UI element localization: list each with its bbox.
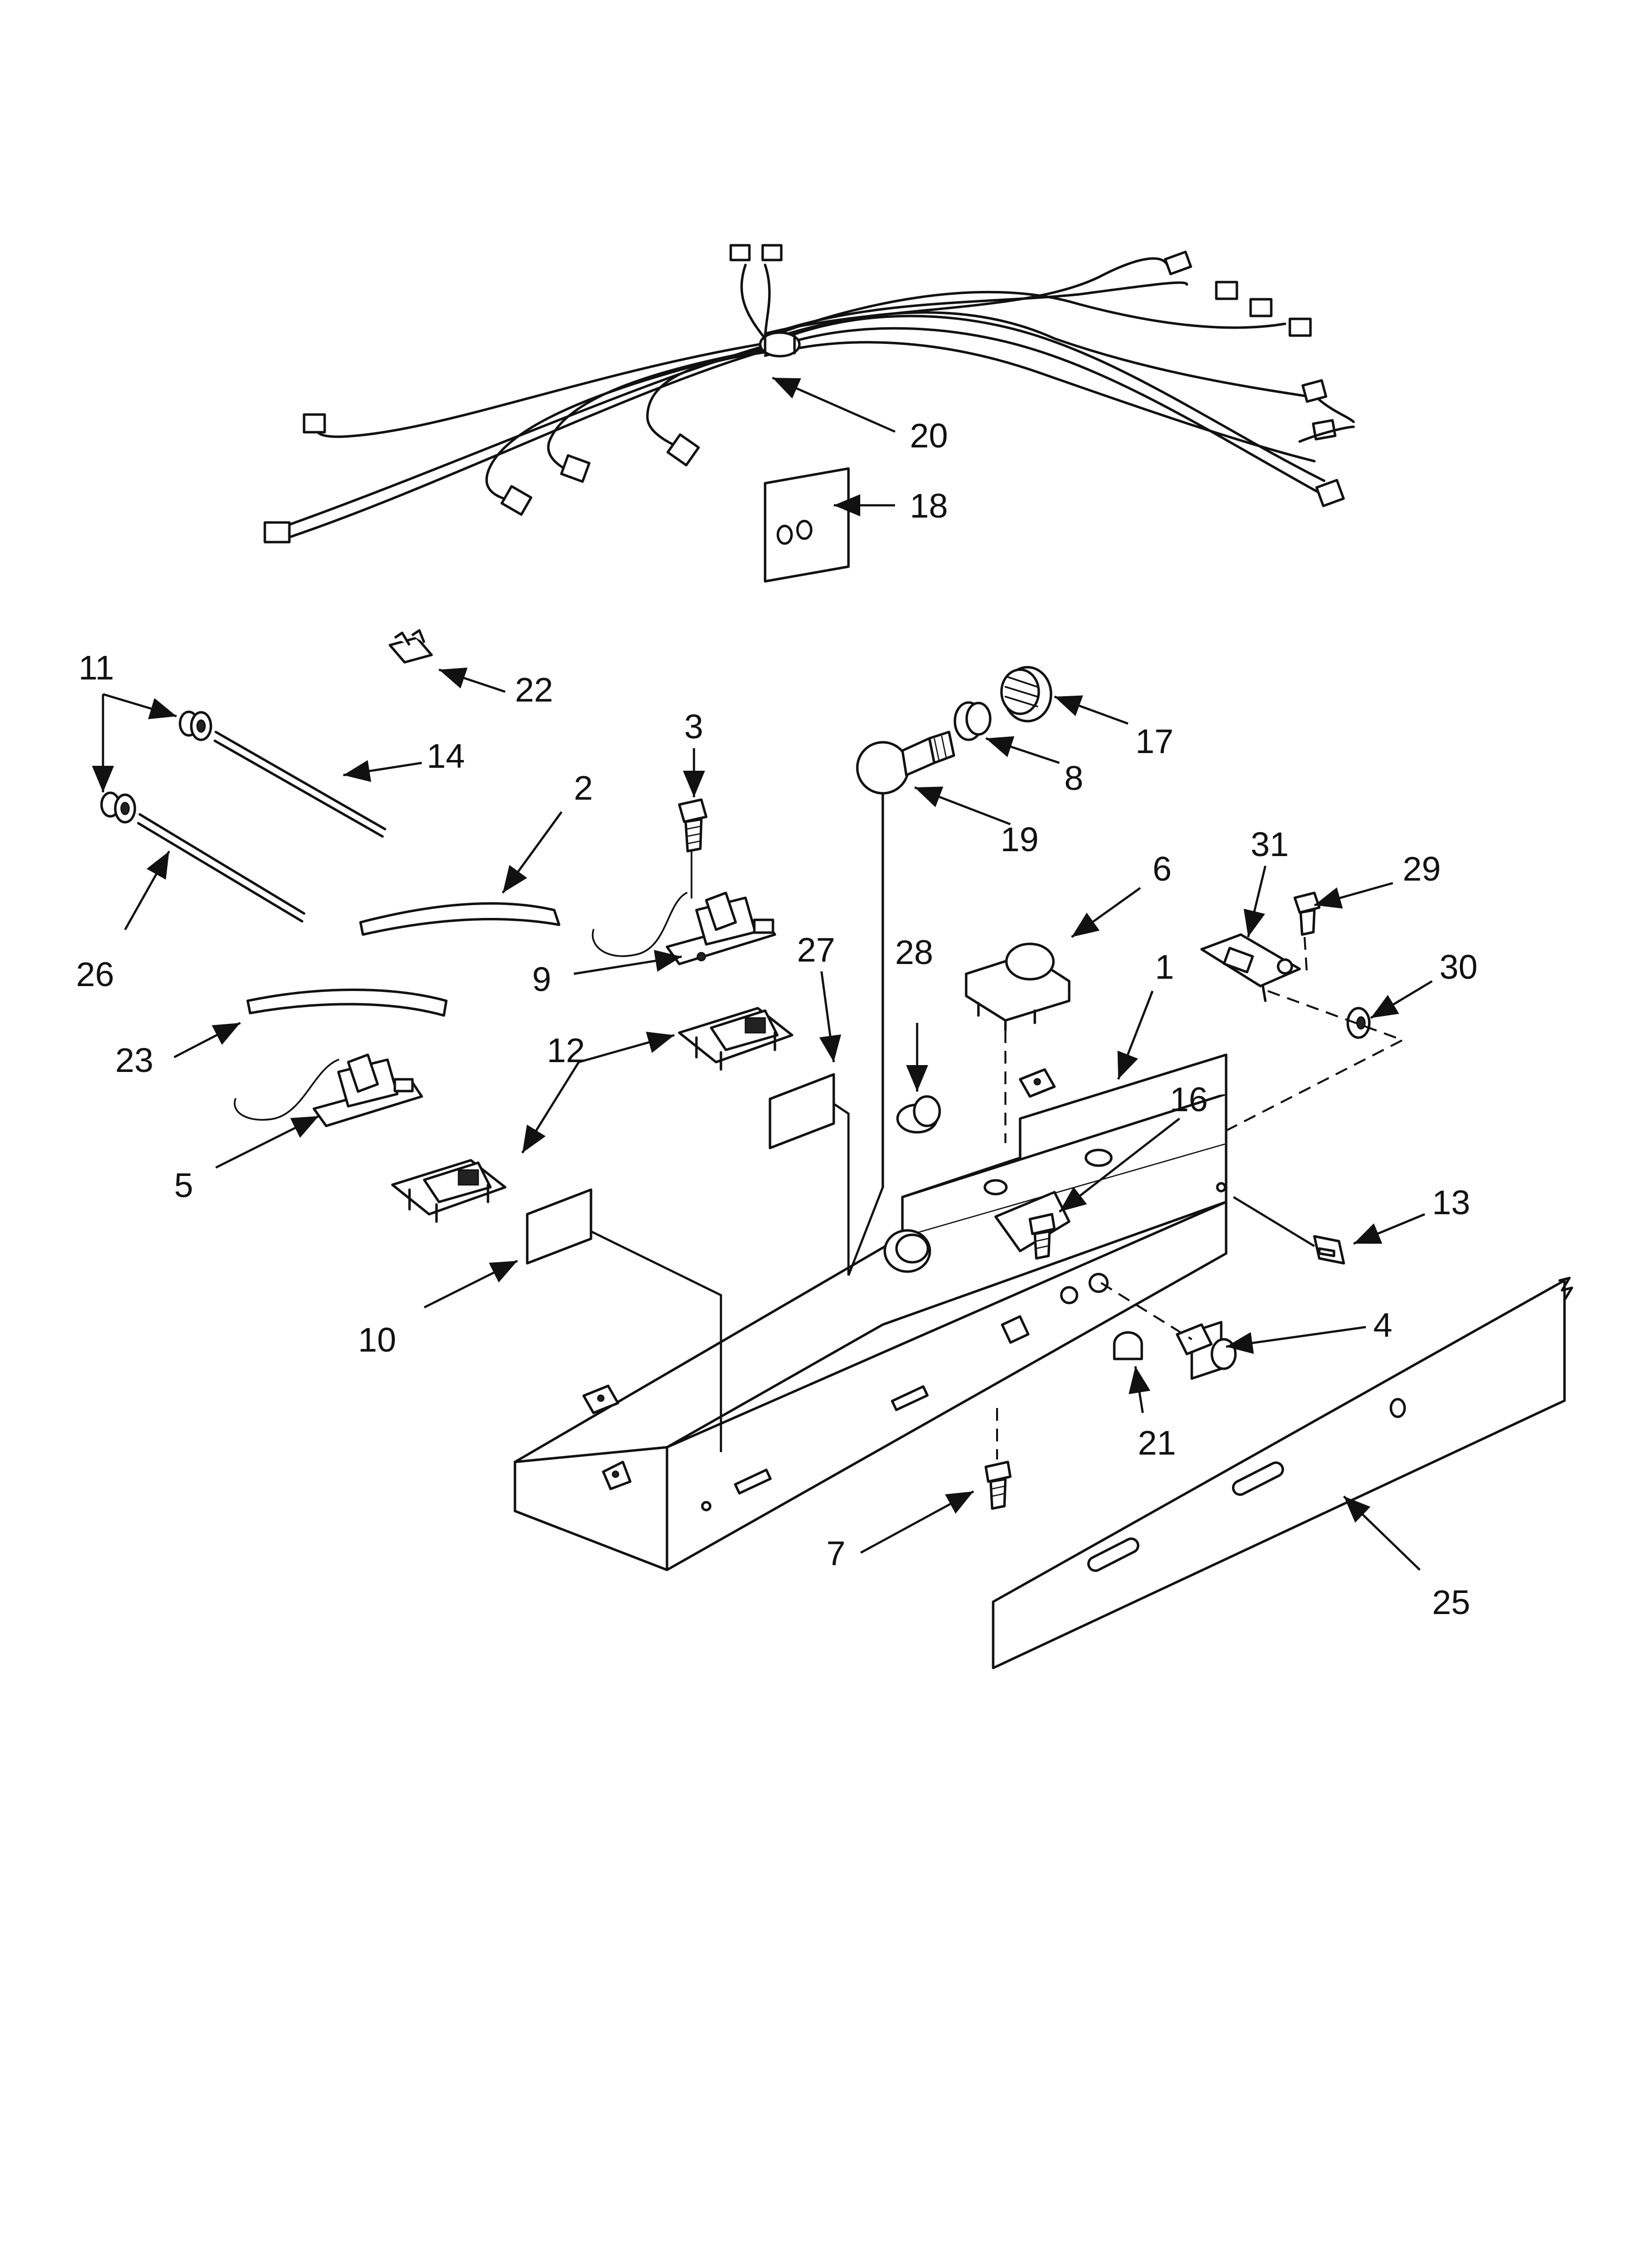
brackets-part-12 [391, 1007, 794, 1223]
callout-9: 9 [532, 960, 551, 998]
callout-2: 2 [574, 769, 593, 807]
callout-12: 12 [547, 1031, 585, 1069]
callout-13: 13 [1432, 1183, 1470, 1222]
callout-14: 14 [427, 737, 465, 775]
panel-part-25 [992, 1277, 1573, 1669]
callout-arrows [92, 376, 1433, 1571]
callout-labels: 20 18 22 11 14 3 2 26 9 12 23 5 10 27 28… [76, 417, 1478, 1621]
switch-part-5 [233, 1053, 423, 1127]
callout-20: 20 [910, 417, 948, 455]
callout-25: 25 [1432, 1583, 1470, 1621]
pad-part-18 [764, 467, 850, 583]
plug-part-28 [896, 1095, 941, 1134]
callout-10: 10 [358, 1321, 396, 1359]
board-parts-29-30-31 [1200, 891, 1405, 1139]
labels-parts-10-27 [526, 1073, 835, 1265]
switch-part-9 [591, 843, 776, 965]
clip-part-22 [388, 629, 433, 664]
callout-4: 4 [1373, 1306, 1392, 1344]
callout-8: 8 [1064, 759, 1083, 797]
callout-22: 22 [515, 671, 553, 709]
tubes-and-grommets [100, 710, 386, 923]
callout-30: 30 [1439, 948, 1478, 986]
screws [984, 1196, 1345, 1510]
callout-6: 6 [1153, 850, 1172, 888]
callout-29: 29 [1403, 850, 1441, 888]
callout-23: 23 [115, 1041, 154, 1079]
callout-17: 17 [1135, 722, 1174, 760]
lamp-part-19 [856, 730, 955, 1189]
housing-part-1 [513, 1053, 1228, 1571]
knob-parts-4-21 [1100, 1282, 1237, 1380]
callout-26: 26 [76, 955, 114, 993]
callout-21: 21 [1138, 1424, 1176, 1462]
callout-18: 18 [910, 487, 948, 525]
callout-7: 7 [826, 1534, 846, 1572]
callout-16: 16 [1170, 1080, 1208, 1119]
control-part-6 [965, 942, 1071, 1143]
callout-3: 3 [684, 707, 703, 746]
screw-part-3 [678, 798, 708, 853]
socket-parts-8-17 [953, 666, 1052, 741]
callout-31: 31 [1251, 825, 1289, 863]
hoses [246, 902, 561, 1017]
wire-harness [263, 244, 1355, 544]
callout-19: 19 [1001, 820, 1039, 859]
callout-27: 27 [797, 931, 835, 969]
callout-11: 11 [78, 649, 114, 687]
callout-28: 28 [895, 933, 933, 971]
callout-1: 1 [1155, 948, 1174, 986]
callout-5: 5 [174, 1166, 193, 1204]
